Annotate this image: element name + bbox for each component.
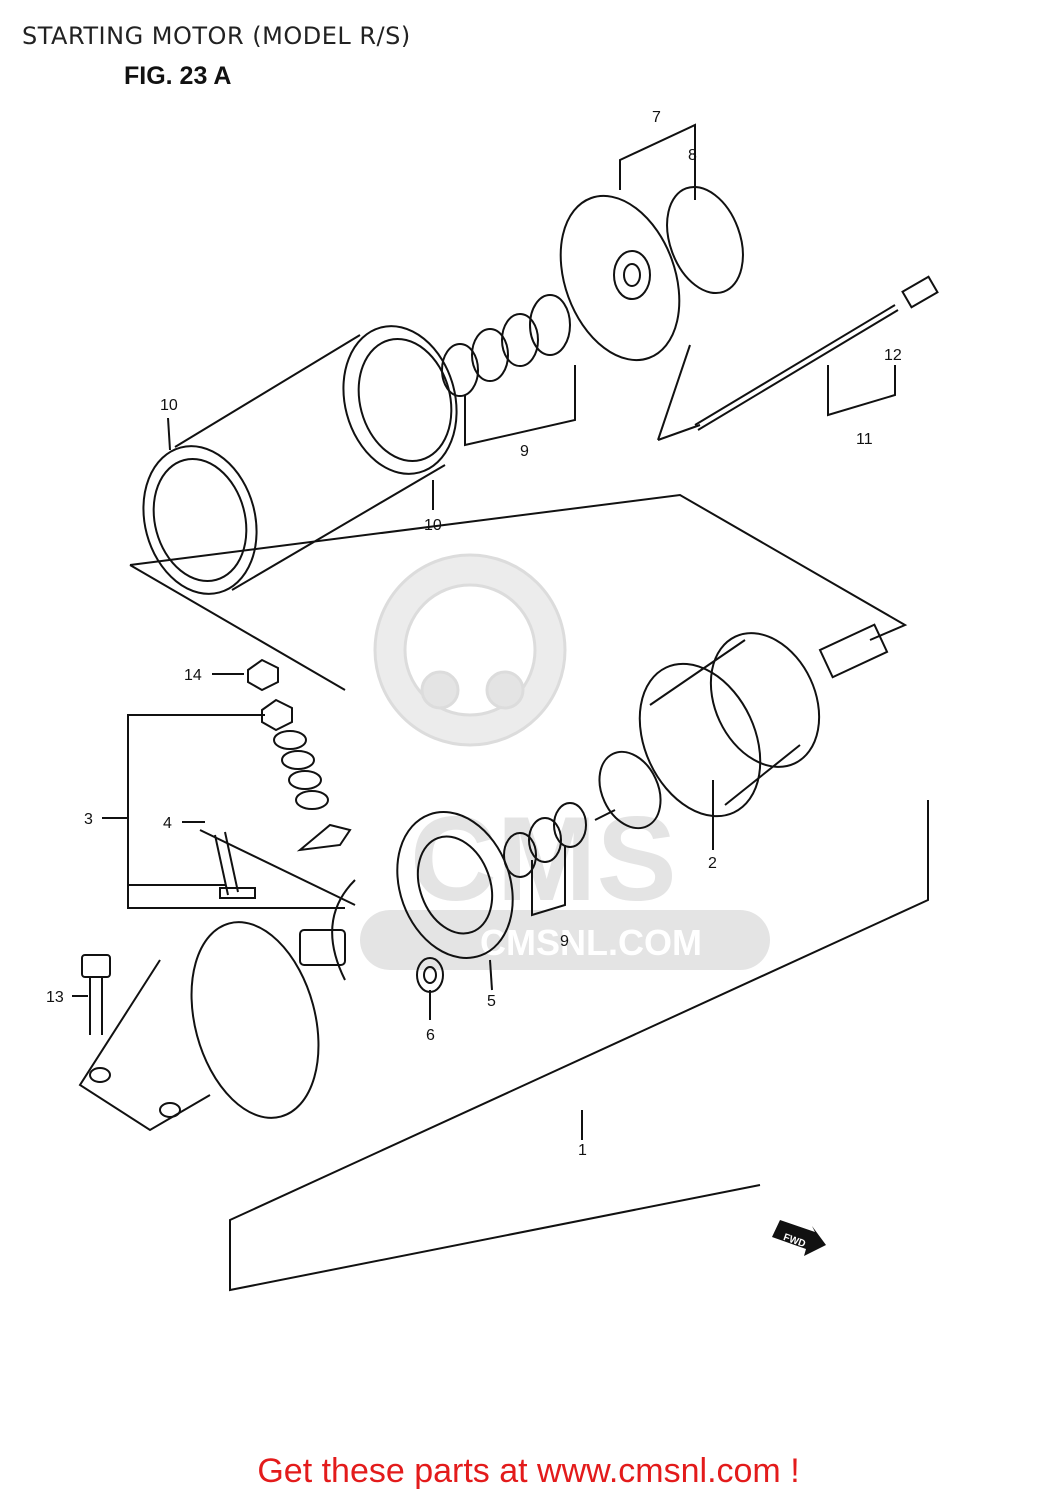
callout-9-upper: 9	[520, 443, 529, 460]
upper-group-edge	[129, 564, 346, 691]
leader-9-upper	[464, 365, 576, 447]
terminal-group-bracket	[127, 714, 345, 909]
callout-10-right: 10	[424, 517, 442, 534]
housing-bolt	[81, 954, 111, 1035]
callout-8: 8	[688, 147, 697, 164]
callout-2: 2	[708, 855, 717, 872]
callout-12: 12	[884, 347, 902, 364]
callout-6: 6	[426, 1027, 435, 1044]
callout-10-left: 10	[160, 397, 178, 414]
watermark-url: CMSNL.COM	[480, 922, 702, 963]
armature	[594, 623, 889, 830]
figure-label: FIG. 23 A	[124, 62, 232, 90]
washer-set-lower	[503, 802, 587, 878]
washer-set-upper	[441, 294, 571, 397]
end-cover	[559, 185, 744, 362]
callout-5: 5	[487, 993, 496, 1010]
upper-group-outline	[129, 493, 908, 641]
lower-group-outline	[229, 800, 929, 1292]
watermark-brand: CMS	[410, 792, 677, 926]
callout-3: 3	[84, 811, 93, 828]
callout-1: 1	[578, 1142, 587, 1159]
callout-9-lower: 9	[560, 933, 569, 950]
terminal-parts	[214, 658, 352, 899]
leader-7	[619, 123, 696, 200]
callout-11: 11	[856, 431, 873, 448]
brush-holder	[299, 811, 514, 981]
callout-13: 13	[46, 989, 64, 1006]
fwd-arrow-icon: FWD	[772, 1220, 826, 1256]
yoke-housing	[142, 325, 458, 595]
page-title: STARTING MOTOR (MODEL R/S)	[22, 22, 411, 50]
callout-14: 14	[184, 667, 202, 684]
drive-end-housing	[78, 921, 320, 1132]
callout-4: 4	[163, 815, 172, 832]
footer-promo-link[interactable]: Get these parts at www.cmsnl.com !	[257, 1452, 800, 1490]
leader-11-12	[827, 365, 896, 417]
watermark-logo: CMS CMSNL.COM	[360, 553, 770, 970]
through-bolt	[694, 275, 939, 431]
callout-7: 7	[652, 109, 661, 126]
